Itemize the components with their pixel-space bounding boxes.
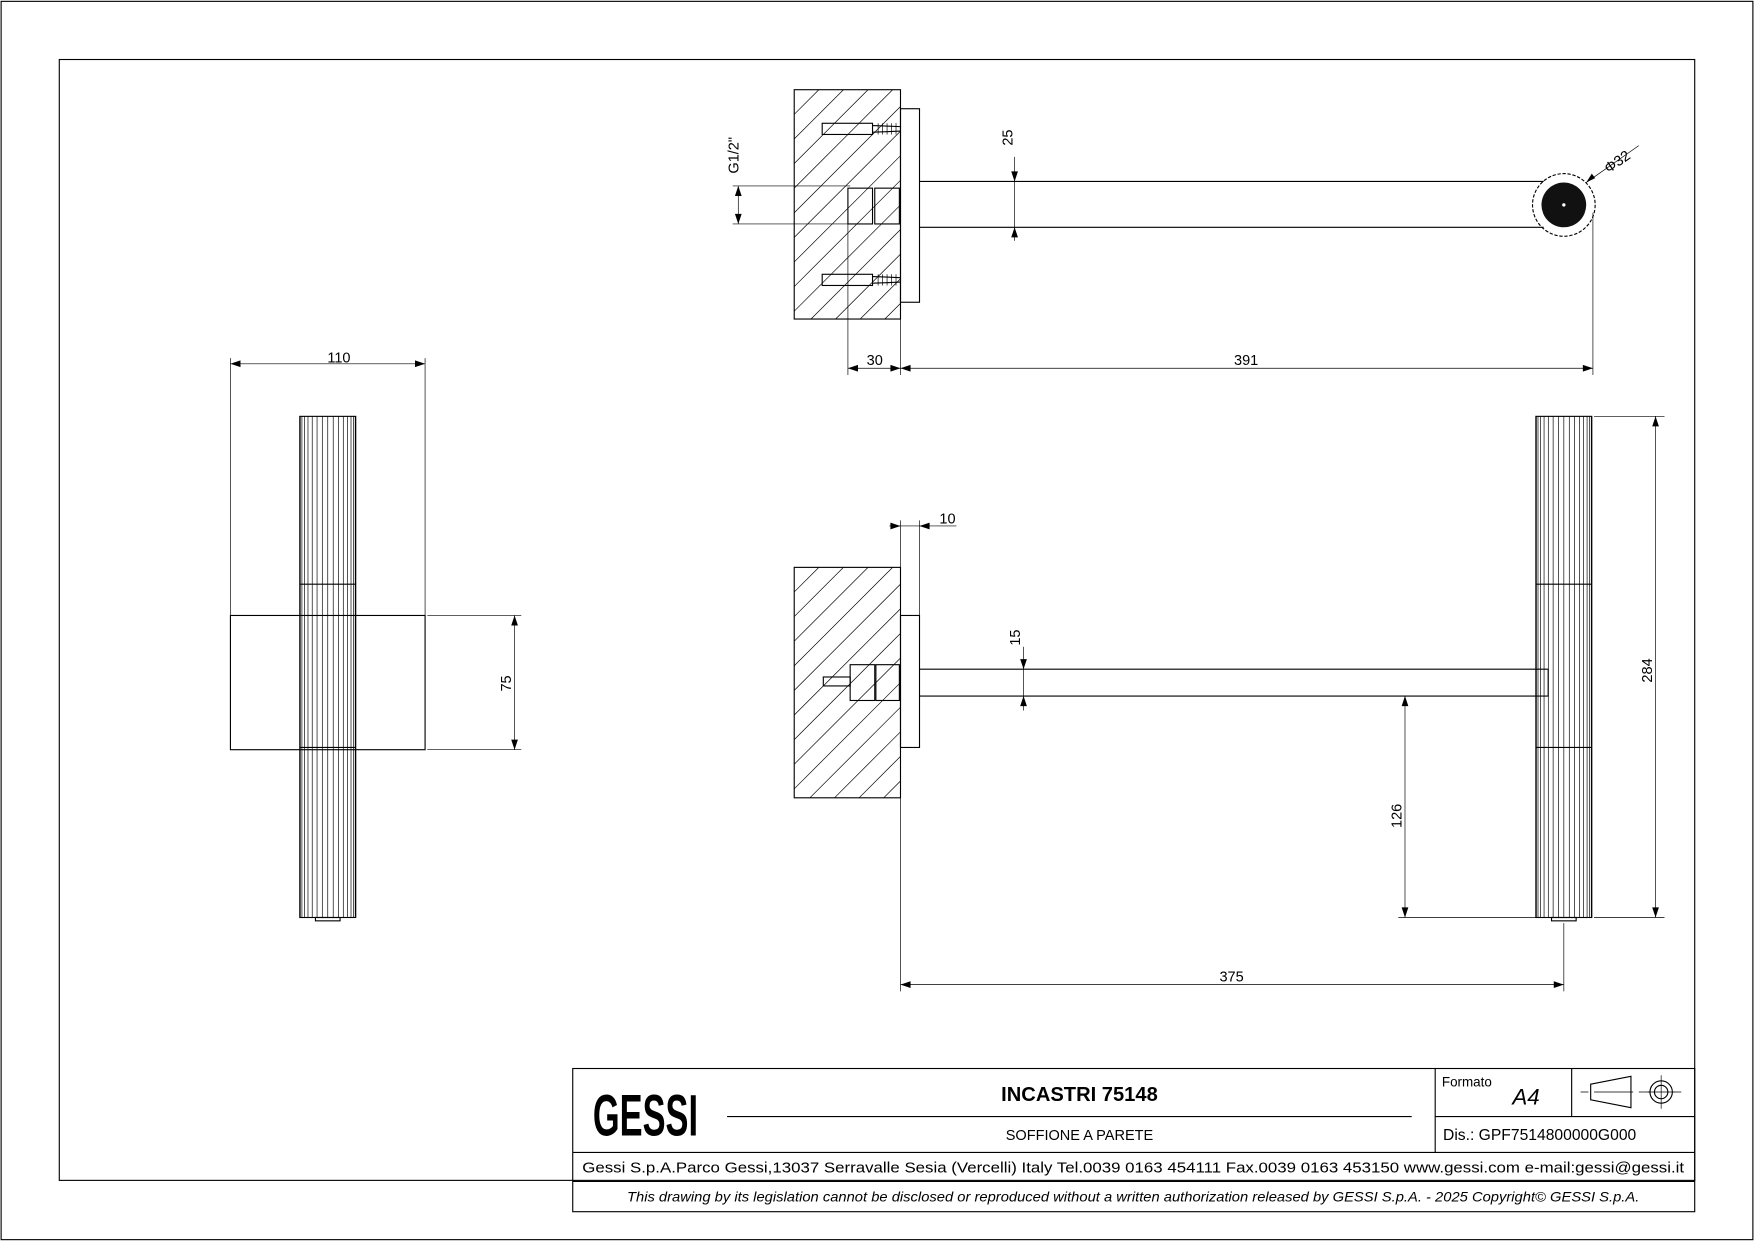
hatch-line — [835, 253, 901, 320]
shower-head-cylinder — [1535, 415, 1593, 922]
copyright-disclaimer: This drawing by its legislation cannot b… — [627, 1190, 1639, 1205]
dim-391-label: 391 — [1234, 353, 1258, 369]
top-view: G1/2" 25 Φ32 30 391 — [726, 89, 1639, 375]
hatch-line — [958, 567, 1188, 797]
shower-head-outline — [1531, 173, 1596, 237]
wall-hatch — [794, 89, 1335, 320]
dim-75-label: 75 — [499, 675, 515, 691]
hatch-line — [794, 567, 869, 642]
format-value: A4 — [1510, 1084, 1539, 1109]
dim-375-label: 375 — [1219, 969, 1243, 985]
drawing-frame — [58, 58, 1696, 1181]
hatch-line — [1057, 90, 1286, 319]
hatch-line — [1007, 567, 1237, 797]
hatch-line — [1130, 567, 1360, 797]
side-view: 10 15 284 126 375 — [793, 415, 1665, 992]
hatch-line — [794, 567, 820, 593]
hatch-line — [1056, 567, 1286, 797]
anchor-screw-icon — [822, 676, 851, 687]
fitting — [875, 664, 900, 702]
hatch-line — [794, 130, 901, 238]
shower-head-cylinder — [299, 415, 357, 922]
dim-110-label: 110 — [327, 351, 350, 367]
fitting — [847, 187, 874, 225]
hatch-line — [1032, 90, 1261, 319]
hatch-line — [859, 278, 901, 320]
anchor-screw-icon — [821, 122, 901, 136]
drawing-subtitle: SOFFIONE A PARETE — [1006, 1128, 1154, 1144]
hatch-line — [794, 204, 901, 312]
hatch-line — [794, 583, 901, 691]
hatch-line — [810, 229, 901, 320]
hatch-line — [794, 179, 901, 288]
shower-arm — [919, 668, 1549, 697]
hatch-line — [1008, 90, 1237, 319]
hatch-line — [794, 155, 901, 263]
hatch-line — [794, 89, 795, 91]
hatch-line — [1031, 567, 1261, 797]
anchor-screw-icon — [821, 273, 901, 287]
hatch-line — [794, 608, 901, 716]
hatch-line — [794, 632, 901, 741]
fitting — [849, 664, 876, 702]
hatch-line — [794, 89, 893, 189]
hatch-line — [909, 90, 1138, 319]
wall-plate — [899, 614, 921, 749]
wall-hatch — [794, 567, 1360, 798]
hatch-line — [933, 567, 1163, 797]
hatch-line — [809, 706, 901, 798]
hatch-line — [794, 89, 844, 140]
hatch-line — [834, 731, 901, 798]
hatch-line — [794, 567, 844, 618]
hatch-line — [794, 89, 820, 115]
hatch-line — [794, 89, 869, 165]
dim-30-label: 30 — [867, 353, 883, 369]
hatch-line — [1105, 567, 1335, 797]
dim-10-label: 10 — [939, 512, 955, 528]
wall-section — [793, 566, 902, 799]
format-label: Formato — [1442, 1074, 1492, 1089]
cylinder-end-cap — [1550, 916, 1577, 922]
front-view: 110 75 — [229, 351, 522, 922]
dim-284-label: 284 — [1640, 658, 1656, 682]
wall-plate — [899, 108, 921, 303]
diameter-32-label: Φ32 — [1602, 148, 1634, 177]
hatch-line — [794, 682, 901, 790]
hatch-line — [1106, 90, 1335, 319]
company-address: Gessi S.p.A.Parco Gessi,13037 Serravalle… — [582, 1161, 1684, 1177]
hatch-line — [794, 567, 795, 568]
title-block: GESSI INCASTRI 75148 SOFFIONE A PARETE F… — [572, 1067, 1696, 1213]
hatch-line — [1082, 90, 1311, 319]
hatch-line — [858, 755, 901, 798]
drawing-number: Dis.: GPF7514800000G000 — [1443, 1127, 1637, 1144]
thread-size-label: G1/2" — [726, 137, 742, 174]
hatch-line — [983, 90, 1212, 319]
gessi-logo: GESSI — [593, 1084, 698, 1149]
dim-126-label: 126 — [1390, 804, 1406, 828]
fitting — [874, 187, 900, 225]
hatch-line — [934, 90, 1163, 319]
dim-25-label: 25 — [1000, 129, 1016, 145]
first-angle-projection-icon — [1580, 1075, 1682, 1109]
hatch-line — [959, 90, 1188, 319]
cylinder-end-cap — [314, 916, 341, 922]
hatch-line — [982, 567, 1212, 797]
hatch-line — [883, 780, 901, 798]
shower-arm — [919, 180, 1544, 228]
dim-15-label: 15 — [1008, 629, 1024, 645]
drawing-title: INCASTRI 75148 — [1001, 1084, 1158, 1106]
hatch-line — [794, 567, 893, 667]
hatch-line — [1081, 567, 1311, 797]
hatch-line — [794, 106, 901, 214]
